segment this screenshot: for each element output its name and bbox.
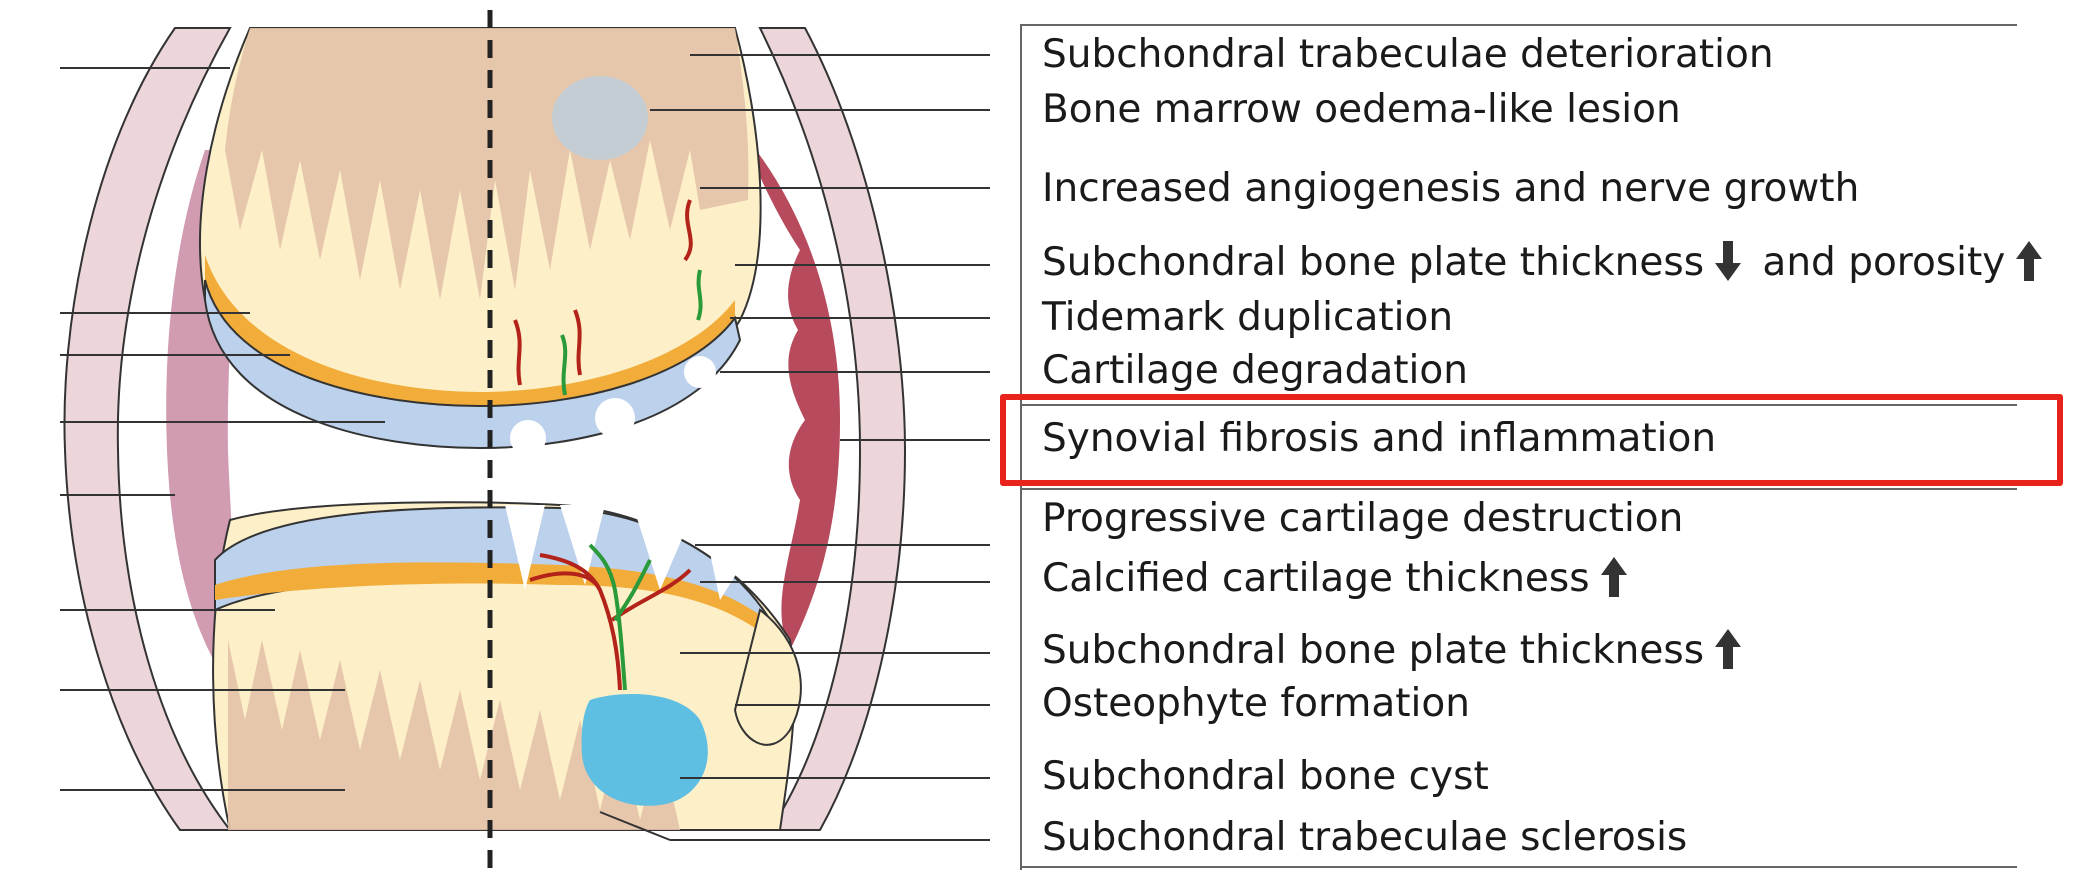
subchondral-cyst (581, 694, 708, 806)
arrow-up-icon (1714, 629, 1742, 669)
label-panel-bottom-rule (1021, 866, 2017, 868)
label-subchondral-trabeculae-sclerosis: Subchondral trabeculae sclerosis (1042, 815, 1688, 860)
label-synovial-fibrosis: Synovial fibrosis and inflammation (1042, 416, 1717, 461)
arrow-up-icon (2015, 241, 2043, 281)
synovium-right (740, 130, 840, 650)
label-separator (1021, 488, 2017, 490)
label-angiogenesis: Increased angiogenesis and nerve growth (1042, 166, 1860, 211)
label-panel-border (1020, 24, 1022, 870)
label-tidemark-duplication: Tidemark duplication (1042, 295, 1454, 340)
label-calcified-cartilage-thickness: Calcified cartilage thickness (1042, 556, 1628, 602)
label-subchondral-bone-cyst: Subchondral bone cyst (1042, 754, 1489, 799)
label-cartilage-degradation: Cartilage degradation (1042, 348, 1468, 393)
label-subchondral-trabeculae-deterioration: Subchondral trabeculae deterioration (1042, 32, 1774, 77)
arrow-down-icon (1714, 241, 1742, 281)
highlight-box (1000, 394, 2063, 486)
label-separator (1021, 404, 2017, 406)
cartilage-erosions (510, 356, 716, 456)
label-panel-top-rule (1021, 24, 2017, 26)
joint-illustration (60, 10, 990, 880)
lower-cartilage-destruction (505, 505, 745, 600)
label-subchondral-bone-plate-thickness: Subchondral bone plate thickness (1042, 628, 1742, 674)
right-leader-lines (599, 54, 990, 841)
label-bone-plate-thickness-porosity: Subchondral bone plate thickness and por… (1042, 240, 2043, 286)
blood-vessels (513, 199, 693, 691)
lower-calcified-cartilage (215, 562, 760, 628)
bone-marrow-lesion (552, 76, 648, 160)
label-bone-marrow-lesion: Bone marrow oedema-like lesion (1042, 87, 1681, 132)
nerves (560, 269, 703, 691)
left-leader-lines (60, 67, 385, 791)
label-progressive-cartilage-destruction: Progressive cartilage destruction (1042, 496, 1684, 541)
lower-trabeculae (228, 640, 680, 830)
label-osteophyte-formation: Osteophyte formation (1042, 681, 1470, 726)
arrow-up-icon (1600, 557, 1628, 597)
osteophyte (733, 608, 802, 746)
